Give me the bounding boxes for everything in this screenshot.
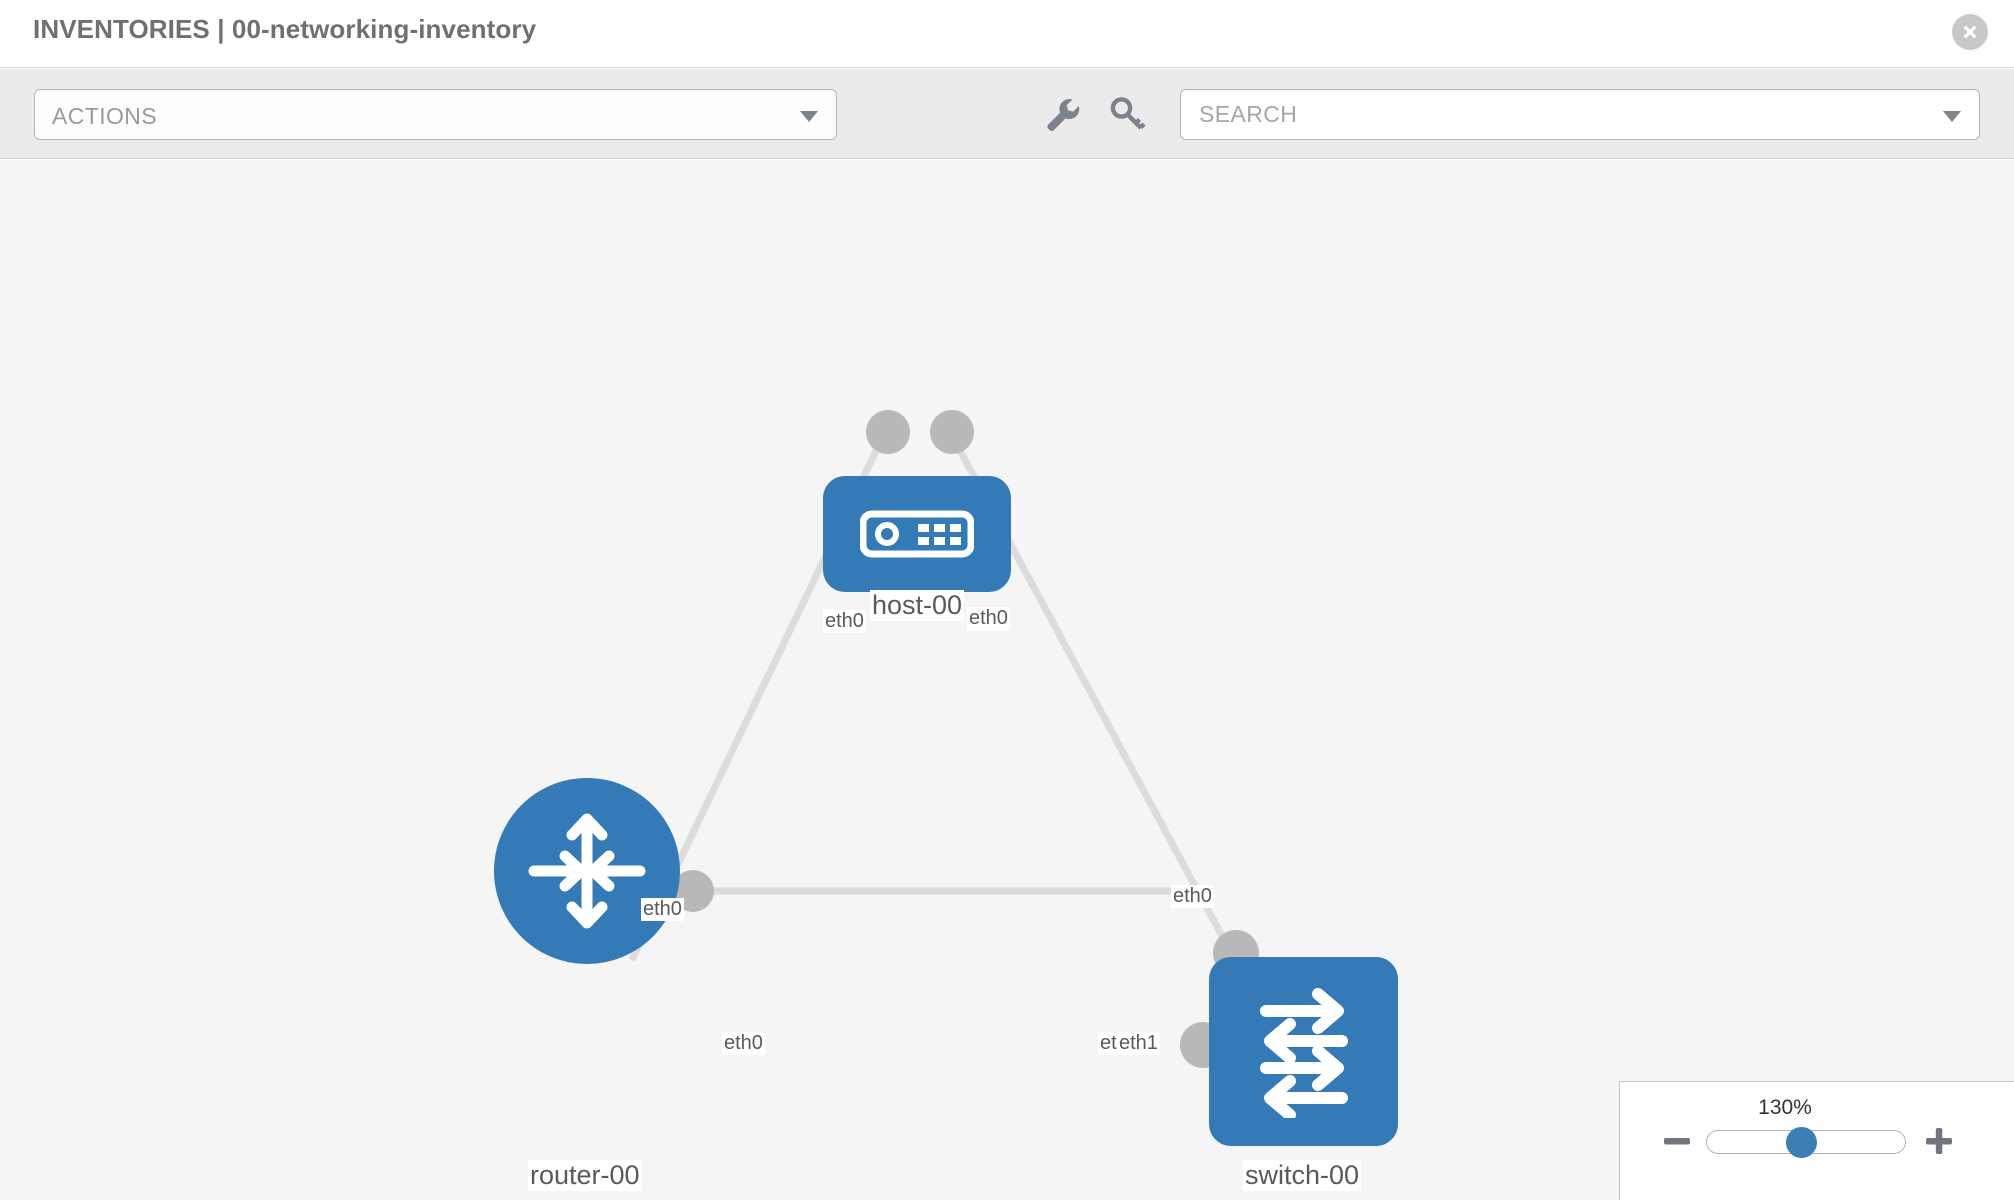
iface-label-host-left: eth0 bbox=[823, 610, 866, 633]
close-icon[interactable] bbox=[1952, 14, 1988, 50]
iface-label-switch-left: eth1 bbox=[1117, 1032, 1160, 1055]
chevron-down-icon[interactable] bbox=[1943, 111, 1961, 122]
toolbar: ACTIONS bbox=[0, 69, 2014, 159]
key-icon[interactable] bbox=[1105, 91, 1151, 137]
router-arrows-icon bbox=[528, 813, 646, 929]
page-header: INVENTORIES | 00-networking-inventory bbox=[0, 0, 2014, 68]
actions-dropdown-label: ACTIONS bbox=[52, 103, 158, 129]
iface-label-router-right: eth0 bbox=[722, 1032, 765, 1055]
actions-dropdown[interactable]: ACTIONS bbox=[34, 89, 837, 140]
node-label-switch-00: switch-00 bbox=[1243, 1160, 1362, 1191]
search-input-wrapper[interactable] bbox=[1180, 89, 1980, 140]
server-icon bbox=[860, 510, 974, 558]
chevron-down-icon bbox=[800, 111, 818, 122]
minus-icon[interactable] bbox=[1662, 1126, 1692, 1156]
node-host-00[interactable] bbox=[823, 476, 1011, 592]
zoom-control-panel: 130% bbox=[1619, 1081, 2014, 1200]
switch-arrows-icon bbox=[1260, 988, 1348, 1118]
zoom-level-value: 130% bbox=[1758, 1096, 1812, 1119]
node-switch-00[interactable] bbox=[1209, 957, 1398, 1146]
node-label-host-00: host-00 bbox=[870, 590, 965, 621]
node-label-router-00: router-00 bbox=[528, 1160, 642, 1191]
wrench-icon[interactable] bbox=[1039, 91, 1085, 137]
page-title: INVENTORIES | 00-networking-inventory bbox=[33, 14, 537, 44]
plus-icon[interactable] bbox=[1924, 1126, 1954, 1156]
search-input[interactable] bbox=[1197, 90, 1917, 139]
port-host-right[interactable] bbox=[930, 410, 974, 454]
topology-links bbox=[628, 430, 1239, 962]
topology-canvas[interactable]: host-00 eth0 eth0 router-00 bbox=[0, 160, 2014, 1200]
port-host-left[interactable] bbox=[866, 410, 910, 454]
iface-label-host-right: eth0 bbox=[967, 607, 1010, 630]
iface-label-router-up: eth0 bbox=[641, 898, 684, 921]
zoom-slider-thumb[interactable] bbox=[1786, 1127, 1817, 1158]
iface-label-switch-up: eth0 bbox=[1171, 885, 1214, 908]
